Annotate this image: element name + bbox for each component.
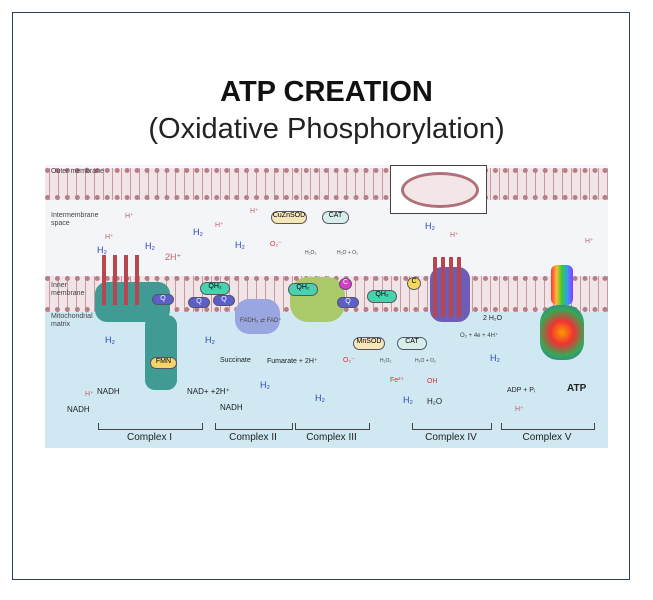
h2o-o2-top: H₂O + O₂: [337, 250, 358, 256]
proton: H⁺: [585, 238, 594, 245]
label-complex-5: Complex V: [522, 432, 572, 443]
proton-arrow: [457, 257, 461, 317]
nadh-3: NADH: [220, 403, 243, 412]
h2: H₂: [425, 221, 435, 231]
2h-label: 2H⁺: [165, 252, 182, 262]
o2-top: O₂⁻: [270, 241, 282, 248]
cat-top: CAT: [322, 211, 349, 224]
h2: H₂: [403, 395, 413, 405]
intermembrane-label: Intermembrane space: [51, 212, 99, 227]
atp: ATP: [567, 383, 587, 394]
outer-membrane: [45, 168, 608, 200]
bracket-complex-4: [412, 423, 492, 430]
qh2-3: QH₂: [367, 290, 397, 303]
2h2o: 2 H₂O: [483, 315, 503, 322]
nadh-2: NADH: [67, 405, 90, 414]
h2: H₂: [315, 393, 325, 403]
subtitle: (Oxidative Phosphorylation): [148, 113, 505, 145]
cuznsod: CuZnSOD: [271, 211, 307, 224]
proton-arrow: [113, 255, 117, 305]
proton: H⁺: [515, 406, 524, 413]
mitochondrion-inset: [390, 165, 487, 214]
label-complex-3: Complex III: [306, 432, 357, 443]
oxphos-diagram: Outer membrane Intermembrane space Inner…: [45, 165, 608, 448]
label-complex-2: Complex II: [229, 432, 277, 443]
q-4: Q: [337, 297, 359, 308]
proton-arrow: [102, 255, 106, 305]
proton-arrow: [449, 257, 453, 317]
fmn: FMN: [150, 357, 177, 369]
matrix-label: Mitochondrial matrix: [51, 313, 93, 328]
h2: H₂: [97, 245, 107, 255]
title: ATP CREATION: [220, 76, 433, 108]
h2: H₂: [145, 241, 155, 251]
fumarate: Fumarate + 2H⁺: [267, 358, 318, 365]
bracket-complex-5: [501, 423, 595, 430]
fadh-label: FADH₂ ⇄ FAD⁺: [240, 318, 282, 324]
proton: H⁺: [105, 234, 114, 241]
q-3: Q: [213, 295, 235, 306]
h2: H₂: [235, 240, 245, 250]
h2o2-top: H₂O₂: [305, 250, 317, 256]
matrix-region: [45, 305, 608, 448]
bracket-complex-2: [215, 423, 293, 430]
proton: H⁺: [85, 391, 94, 398]
proton: H⁺: [125, 213, 134, 220]
atp-synthase-rotor: [551, 265, 573, 305]
h2: H₂: [105, 335, 115, 345]
oh: OH: [427, 378, 438, 385]
bracket-complex-3: [295, 423, 370, 430]
nadh-1: NADH: [97, 387, 120, 396]
qh2-2: QH₂: [288, 283, 318, 296]
cat-bottom: CAT: [397, 337, 427, 350]
complex-1-arm: [145, 315, 177, 390]
cyt-c-2: C: [407, 277, 421, 290]
h2: H₂: [193, 227, 203, 237]
proton-arrow: [135, 255, 139, 305]
proton: H⁺: [250, 208, 259, 215]
nad: NAD+ +2H⁺: [187, 387, 230, 396]
atp-synthase-head: [540, 305, 584, 360]
complex-2-shape: [235, 299, 280, 334]
h2: H₂: [260, 380, 270, 390]
frame: [12, 12, 630, 580]
bracket-complex-1: [98, 423, 203, 430]
o2-bottom: O₂⁻: [343, 357, 355, 364]
h2: H₂: [490, 353, 500, 363]
adp: ADP + Pᵢ: [507, 387, 536, 394]
h2o-o2-bottom: H₂O + O₂: [415, 358, 436, 364]
o2-4e: O₂ + 4e + 4H⁺: [460, 333, 499, 339]
proton: H⁺: [215, 222, 224, 229]
mitochondrion-icon: [401, 172, 479, 208]
h2o: H₂O: [427, 397, 443, 406]
label-complex-1: Complex I: [126, 432, 172, 443]
h2o2-bottom: H₂O₂: [380, 358, 392, 364]
proton: H⁺: [450, 232, 459, 239]
outer-label: Outer membrane: [51, 168, 104, 175]
q-2: Q: [188, 297, 210, 308]
cyt-c-1: C: [339, 278, 352, 290]
q-1: Q: [152, 294, 174, 305]
qh2-1: QH₂: [200, 282, 230, 295]
fe: Fe²⁺: [390, 377, 405, 384]
proton-arrow: [433, 257, 437, 317]
proton-arrow: [441, 257, 445, 317]
mnsod: MnSOD: [353, 337, 385, 350]
h2: H₂: [205, 335, 215, 345]
succinate: Succinate: [220, 357, 251, 364]
inner-label: Inner membrane: [51, 282, 85, 297]
proton-arrow: [124, 255, 128, 305]
label-complex-4: Complex IV: [425, 432, 477, 443]
